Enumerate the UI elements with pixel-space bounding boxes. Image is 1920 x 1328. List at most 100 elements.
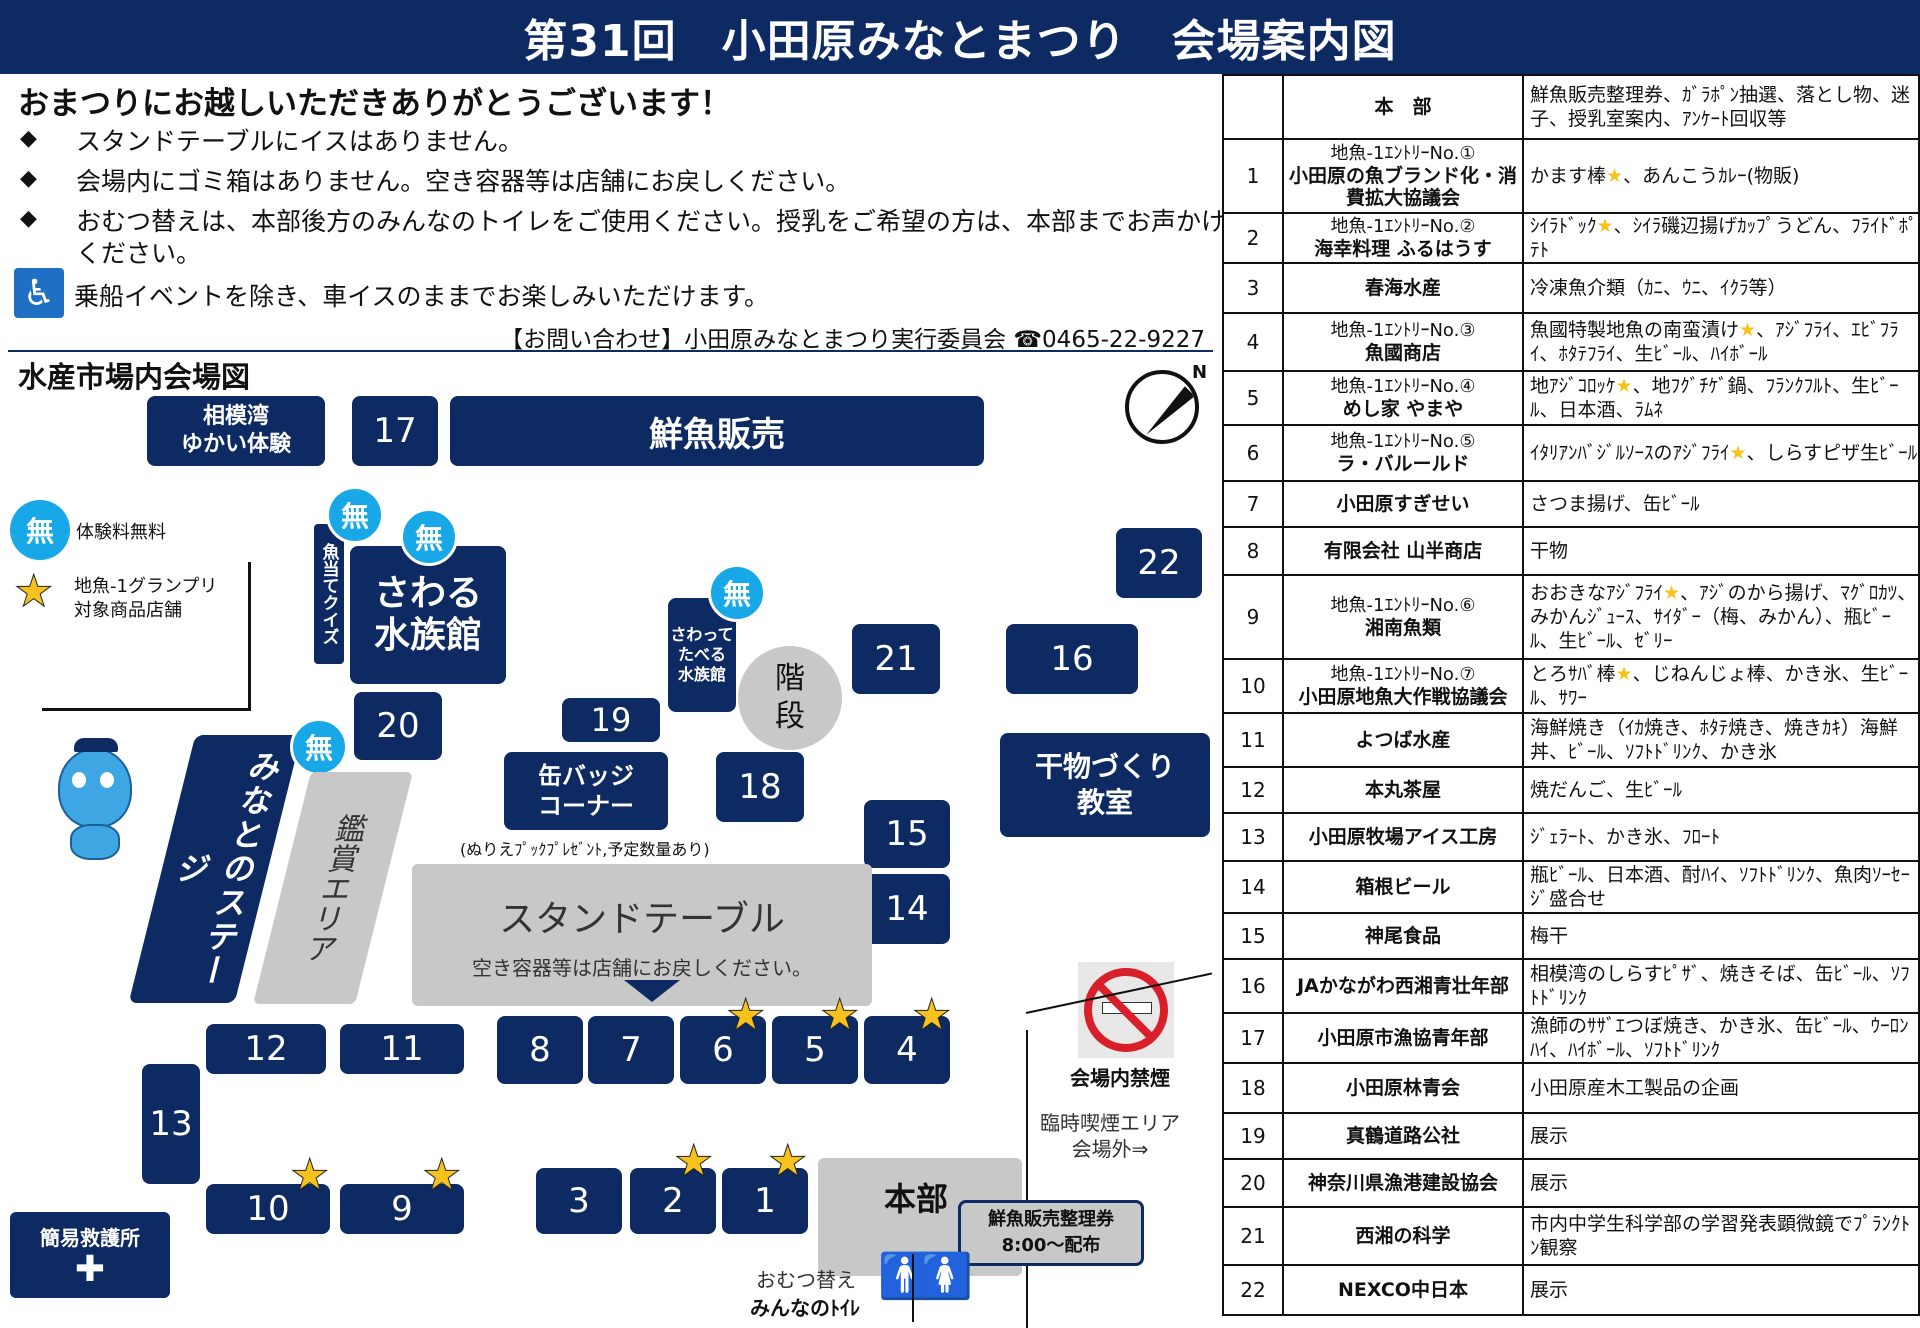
booth-number-cell: 21 bbox=[1222, 1206, 1284, 1266]
booth-number-cell: 2 bbox=[1222, 212, 1284, 264]
mascot-image bbox=[50, 738, 140, 868]
items-cell: おおきなｱｼﾞﾌﾗｲ★、ｱｼﾞのから揚げ、ﾏｸﾞﾛｶﾂ、みかんｼﾞｭｰｽ、ｻｲﾀ… bbox=[1522, 574, 1920, 660]
booth-10[interactable]: 10 bbox=[206, 1184, 330, 1234]
bullet-mark: ◆ bbox=[20, 166, 37, 191]
booth-18[interactable]: 18 bbox=[716, 752, 804, 822]
vendor-name: めし家 やまや bbox=[1342, 398, 1464, 420]
booth-3[interactable]: 3 bbox=[536, 1168, 622, 1234]
booth-11[interactable]: 11 bbox=[340, 1024, 464, 1074]
vendor-name-cell: NEXCO中日本 bbox=[1282, 1264, 1524, 1316]
booth-9[interactable]: 9 bbox=[340, 1184, 464, 1234]
badge-corner[interactable]: 缶バッジ コーナー bbox=[504, 752, 668, 830]
vendor-name: 小田原すぎせい bbox=[1336, 493, 1470, 515]
items-cell: 鮮魚販売整理券、ｶﾞﾗﾎﾟﾝ抽選、落とし物、迷子、授乳室案内、ｱﾝｹｰﾄ回収等 bbox=[1522, 74, 1920, 140]
grand-prix-star-icon: ★ bbox=[289, 1150, 330, 1201]
vendor-name-cell: 小田原牧場アイス工房 bbox=[1282, 812, 1524, 862]
booth-8[interactable]: 8 bbox=[497, 1016, 583, 1084]
entry-number: 地魚-1ｴﾝﾄﾘｰNo.① bbox=[1330, 143, 1476, 164]
vendor-name: 小田原牧場アイス工房 bbox=[1308, 826, 1498, 848]
booth-number-cell: 10 bbox=[1222, 658, 1284, 714]
booth-6[interactable]: 6 bbox=[680, 1016, 766, 1084]
ticket-distribution: 鮮魚販売整理券 8:00～配布 bbox=[958, 1200, 1144, 1266]
divider bbox=[8, 350, 1213, 352]
items-cell: 焼だんご、生ﾋﾞｰﾙ bbox=[1522, 766, 1920, 814]
items-cell: 小田原産木工製品の企画 bbox=[1522, 1062, 1920, 1114]
booth-number-cell: 14 bbox=[1222, 860, 1284, 914]
items-cell: 展示 bbox=[1522, 1158, 1920, 1208]
booth-2[interactable]: 2 bbox=[630, 1168, 716, 1234]
booth-number-cell: 15 bbox=[1222, 912, 1284, 960]
vendor-name-cell: 箱根ビール bbox=[1282, 860, 1524, 914]
grand-prix-star-icon: ★ bbox=[819, 990, 860, 1041]
wheelchair-icon: ♿ bbox=[14, 268, 64, 318]
booth-number-cell: 6 bbox=[1222, 424, 1284, 482]
booth-number-cell bbox=[1222, 74, 1284, 140]
booth-21[interactable]: 21 bbox=[852, 624, 940, 694]
booth-5[interactable]: 5 bbox=[772, 1016, 858, 1084]
booth-13[interactable]: 13 bbox=[142, 1064, 200, 1184]
booth-number-cell: 22 bbox=[1222, 1264, 1284, 1316]
booth-number-cell: 1 bbox=[1222, 138, 1284, 214]
booth-15[interactable]: 15 bbox=[864, 800, 950, 868]
vendor-name: 春海水産 bbox=[1364, 277, 1441, 299]
booth-17[interactable]: 17 bbox=[352, 396, 438, 466]
star-icon: ★ bbox=[1606, 165, 1624, 187]
grand-prix-star-icon: ★ bbox=[767, 1136, 808, 1187]
booth-20[interactable]: 20 bbox=[354, 692, 442, 760]
touch-aquarium[interactable]: さわる 水族館 bbox=[350, 546, 506, 684]
items-cell: 展示 bbox=[1522, 1112, 1920, 1160]
vendor-name-cell: 神奈川県漁港建設協会 bbox=[1282, 1158, 1524, 1208]
items-cell: 瓶ﾋﾞｰﾙ、日本酒、酎ﾊｲ、ｿﾌﾄﾄﾞﾘﾝｸ、魚肉ｿｰｾｰｼﾞ盛合せ bbox=[1522, 860, 1920, 914]
booth-number-cell: 13 bbox=[1222, 812, 1284, 862]
items-cell: 漁師のｻｻﾞｴつぼ焼き、かき氷、缶ﾋﾞｰﾙ、ｳｰﾛﾝﾊｲ、ﾊｲﾎﾞｰﾙ、ｿﾌﾄﾄ… bbox=[1522, 1012, 1920, 1064]
map-title: 水産市場内会場図 bbox=[18, 360, 251, 394]
booth-number-cell: 9 bbox=[1222, 574, 1284, 660]
booth-16[interactable]: 16 bbox=[1006, 624, 1138, 694]
booth-number-cell: 5 bbox=[1222, 370, 1284, 426]
items-cell: 梅干 bbox=[1522, 912, 1920, 960]
free-badge: 無 bbox=[326, 486, 384, 544]
accessibility-note: 乗船イベントを除き、車イスのままでお楽しみいただけます。 bbox=[74, 282, 770, 311]
sagami-bay-experience[interactable]: 相模湾 ゆかい体験 bbox=[147, 396, 325, 466]
vendor-name: 海幸料理 ふるはうす bbox=[1314, 238, 1492, 260]
booth-7[interactable]: 7 bbox=[588, 1016, 674, 1084]
vendor-name: ラ・バルールド bbox=[1336, 453, 1470, 475]
items-cell: 海鮮焼き（ｲｶ焼き、ﾎﾀﾃ焼き、焼きｶｷ）海鮮丼、ﾋﾞｰﾙ、ｿﾌﾄﾄﾞﾘﾝｸ、か… bbox=[1522, 712, 1920, 768]
fish-quiz[interactable]: 魚当てクイズ bbox=[314, 524, 344, 664]
star-icon: ★ bbox=[1729, 442, 1747, 464]
items-cell: さつま揚げ、缶ﾋﾞｰﾙ bbox=[1522, 480, 1920, 528]
notice-bullet-text: 会場内にゴミ箱はありません。空き容器等は店舗にお戻しください。 bbox=[76, 167, 851, 196]
booth-12[interactable]: 12 bbox=[206, 1024, 326, 1074]
compass-icon bbox=[1125, 370, 1199, 444]
booth-19[interactable]: 19 bbox=[562, 698, 660, 742]
dried-fish-workshop[interactable]: 干物づくり 教室 bbox=[1000, 733, 1210, 837]
booth-22[interactable]: 22 bbox=[1116, 528, 1202, 598]
fresh-fish-sales[interactable]: 鮮魚販売 bbox=[450, 396, 984, 466]
booth-14[interactable]: 14 bbox=[864, 874, 950, 944]
entry-number: 地魚-1ｴﾝﾄﾘｰNo.⑥ bbox=[1330, 595, 1476, 616]
badge-corner-note: (ぬりえﾌﾟｯｸﾌﾟﾚｾﾞﾝﾄ,予定数量あり) bbox=[460, 840, 710, 859]
down-arrow-icon bbox=[624, 980, 680, 1002]
vendor-name: JAかながわ西湘青壮年部 bbox=[1297, 975, 1509, 997]
entry-number: 地魚-1ｴﾝﾄﾘｰNo.③ bbox=[1330, 320, 1476, 341]
booth-1[interactable]: 1 bbox=[722, 1168, 808, 1234]
free-badge: 無 bbox=[290, 718, 348, 776]
vendor-name: 箱根ビール bbox=[1355, 876, 1451, 898]
stand-table-note: 空き容器等は店舗にお戻しください。 bbox=[472, 955, 812, 980]
booth-number-cell: 18 bbox=[1222, 1062, 1284, 1114]
vendor-name-cell: 小田原市漁協青年部 bbox=[1282, 1012, 1524, 1064]
first-aid-station[interactable]: 簡易救護所 ✚ bbox=[10, 1212, 170, 1298]
vendor-name-cell: JAかながわ西湘青壮年部 bbox=[1282, 958, 1524, 1014]
legend-border bbox=[248, 562, 251, 710]
booth-4[interactable]: 4 bbox=[864, 1016, 950, 1084]
